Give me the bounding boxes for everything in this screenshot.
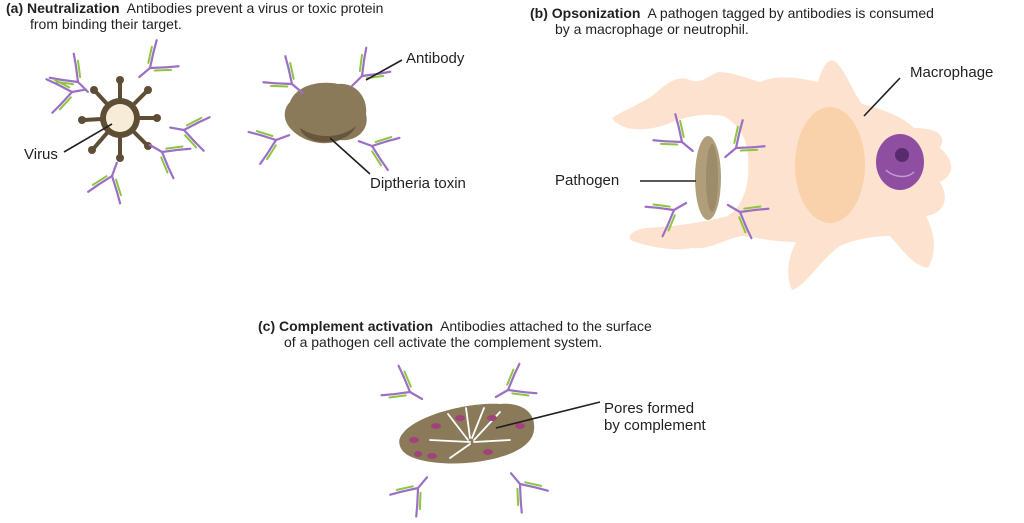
panel-a-caption: (a) Neutralization Antibodies prevent a … bbox=[6, 0, 383, 16]
panel-b-letter: (b) bbox=[530, 5, 548, 21]
panel-b-desc-line1: A pathogen tagged by antibodies is consu… bbox=[647, 5, 934, 21]
label-virus: Virus bbox=[24, 146, 58, 163]
antibody-leader-line bbox=[365, 59, 403, 81]
panel-b-title: Opsonization bbox=[551, 5, 641, 21]
toxin-leader-line bbox=[329, 137, 371, 175]
complement-pores bbox=[409, 415, 525, 459]
complement-pathogen-cell bbox=[399, 403, 535, 464]
panel-c-caption: (c) Complement activation Antibodies att… bbox=[258, 318, 652, 334]
label-macrophage: Macrophage bbox=[910, 64, 994, 81]
label-antibody: Antibody bbox=[406, 50, 465, 67]
diphtheria-toxin bbox=[284, 82, 367, 144]
label-diphtheria-toxin: Diptheria toxin bbox=[370, 175, 466, 192]
panel-c-letter: (c) bbox=[258, 318, 276, 334]
virus-leader-line bbox=[63, 123, 113, 153]
virus bbox=[78, 76, 161, 162]
panel-c-desc-line2: of a pathogen cell activate the compleme… bbox=[284, 334, 603, 350]
panel-b-desc-line2: by a macrophage or neutrophil. bbox=[555, 21, 749, 37]
macrophage-leader-line bbox=[863, 77, 901, 117]
panel-a-desc-line1: Antibodies prevent a virus or toxic prot… bbox=[126, 0, 384, 16]
panel-a-title: Neutralization bbox=[27, 0, 120, 16]
macrophage-cytoplasm-region bbox=[795, 107, 865, 223]
label-pores-line1: Pores formed bbox=[604, 400, 695, 417]
label-pathogen: Pathogen bbox=[555, 172, 620, 189]
panel-a-desc-line2: from binding their target. bbox=[30, 16, 182, 32]
label-pores-line2: by complement bbox=[604, 417, 706, 434]
panel-c-desc-line1: Antibodies attached to the surface bbox=[440, 318, 652, 334]
macrophage bbox=[612, 60, 952, 290]
pores-leader-line bbox=[495, 401, 601, 429]
panel-a-letter: (a) bbox=[6, 0, 24, 16]
macrophage-nucleus bbox=[876, 134, 924, 190]
panel-c-title: Complement activation bbox=[279, 318, 434, 334]
panel-b-caption: (b) Opsonization A pathogen tagged by an… bbox=[530, 5, 934, 21]
opsonized-pathogen bbox=[695, 136, 721, 220]
